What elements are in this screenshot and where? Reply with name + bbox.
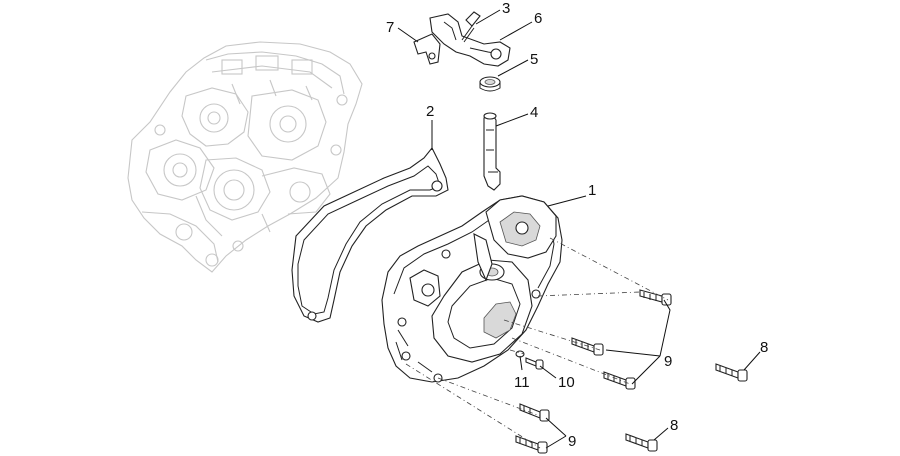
callout-9-right: 9 bbox=[664, 353, 672, 370]
callout-5: 5 bbox=[530, 51, 538, 68]
screw-part bbox=[461, 11, 481, 43]
lever-part bbox=[429, 13, 511, 67]
bolt-part bbox=[603, 371, 636, 390]
callout-8-right: 8 bbox=[760, 339, 768, 356]
callout-3: 3 bbox=[502, 0, 510, 17]
callout-7: 7 bbox=[386, 19, 394, 36]
callout-8-bottom: 8 bbox=[670, 417, 678, 434]
bolt-part bbox=[639, 289, 672, 306]
seal-ring-part bbox=[479, 76, 501, 92]
bolt-part bbox=[515, 435, 548, 454]
callout-4: 4 bbox=[530, 104, 538, 121]
bolt-part bbox=[519, 403, 550, 422]
shaft-part bbox=[483, 112, 501, 191]
callout-11: 11 bbox=[514, 374, 530, 391]
callout-10: 10 bbox=[558, 374, 575, 391]
engine-cover-part bbox=[381, 195, 563, 383]
gasket-part bbox=[291, 146, 449, 323]
bolt-part bbox=[525, 357, 544, 370]
crankcase-ghost bbox=[127, 41, 363, 273]
alignment-lines bbox=[405, 237, 669, 449]
bracket-part bbox=[413, 33, 441, 65]
callout-labels: 1 2 3 4 5 6 7 8 8 9 9 10 11 bbox=[386, 0, 768, 450]
callout-6: 6 bbox=[534, 10, 542, 27]
callout-9-bottom: 9 bbox=[568, 433, 576, 450]
callout-2: 2 bbox=[426, 103, 434, 120]
bolt-part bbox=[715, 363, 748, 382]
leader-lines bbox=[397, 9, 761, 449]
bolts-group bbox=[515, 289, 748, 454]
bolt-part bbox=[625, 433, 658, 452]
callout-1: 1 bbox=[588, 182, 596, 199]
